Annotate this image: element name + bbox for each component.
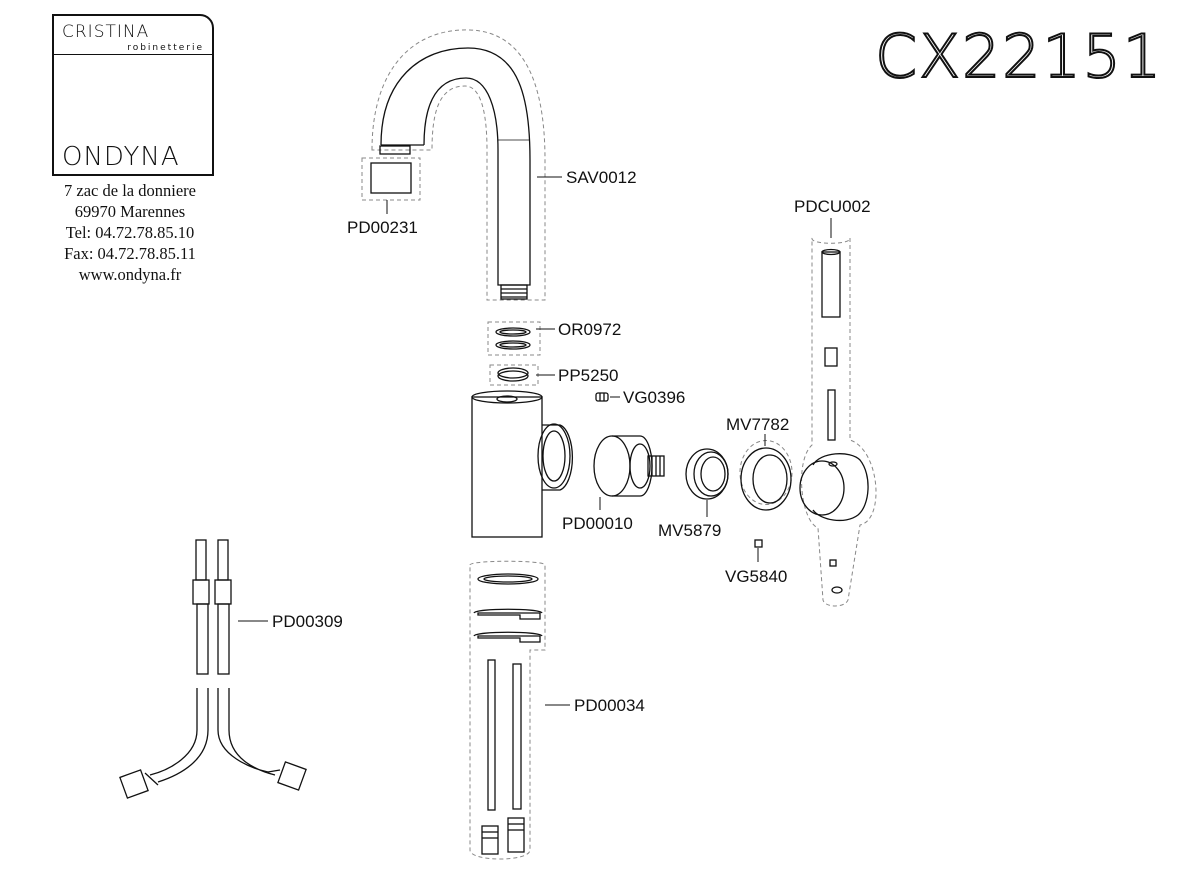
- handle-part: [799, 237, 877, 607]
- label-or0972: OR0972: [558, 320, 621, 339]
- o-rings-part: [487, 321, 541, 356]
- address-city: 69970 Marennes: [74, 202, 186, 221]
- vg0396-part: [595, 392, 609, 402]
- address-fax: Fax: 04.72.78.85.11: [64, 244, 196, 263]
- logo-divider: [54, 54, 212, 55]
- spout-part: [371, 29, 546, 301]
- brand-logo: CRISTINA robinetterie ONDYNA: [52, 14, 214, 176]
- label-vg5840: VG5840: [725, 567, 787, 586]
- address-phone: Tel: 04.72.78.85.10: [65, 223, 195, 242]
- mv5879-part: [685, 448, 729, 500]
- label-pd00034: PD00034: [574, 696, 645, 715]
- address-web: www.ondyna.fr: [78, 265, 182, 284]
- cartridge-part: [593, 435, 665, 497]
- vg5840-part: [754, 539, 763, 548]
- logo-brand: CRISTINA: [62, 22, 150, 42]
- label-mv5879: MV5879: [658, 521, 721, 540]
- label-pd00231: PD00231: [347, 218, 418, 237]
- label-pdcu002: PDCU002: [794, 197, 871, 216]
- pp5250-part: [489, 364, 539, 386]
- leader-lines: [238, 176, 832, 706]
- label-pp5250: PP5250: [558, 366, 619, 385]
- fixing-kit-part: [469, 560, 546, 860]
- label-pd00309: PD00309: [272, 612, 343, 631]
- label-mv7782: MV7782: [726, 415, 789, 434]
- label-vg0396: VG0396: [623, 388, 685, 407]
- logo-subtitle: robinetterie: [127, 43, 204, 53]
- mixer-body: [471, 390, 574, 538]
- company-address: 7 zac de la donniere 69970 Marennes Tel:…: [30, 180, 230, 285]
- model-number: CX22151: [874, 21, 1163, 93]
- label-pd00010: PD00010: [562, 514, 633, 533]
- label-sav0012: SAV0012: [566, 168, 637, 187]
- hoses-part: [119, 539, 307, 799]
- address-street: 7 zac de la donniere: [64, 181, 196, 200]
- logo-name: ONDYNA: [62, 142, 180, 172]
- aerator-part: [361, 145, 421, 201]
- mv7782-part: [739, 440, 793, 511]
